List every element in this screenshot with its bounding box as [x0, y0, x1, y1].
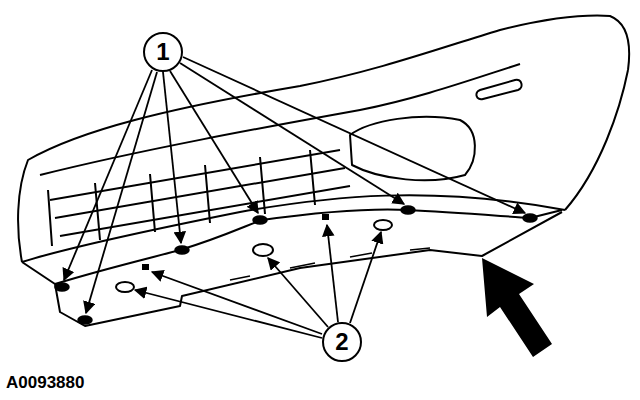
callout-number: 2	[335, 330, 348, 354]
callout-circle: 1	[143, 32, 183, 72]
callout-number: 1	[156, 40, 169, 64]
figure-number: A0093880	[6, 373, 84, 393]
callout-circle: 2	[322, 322, 362, 362]
